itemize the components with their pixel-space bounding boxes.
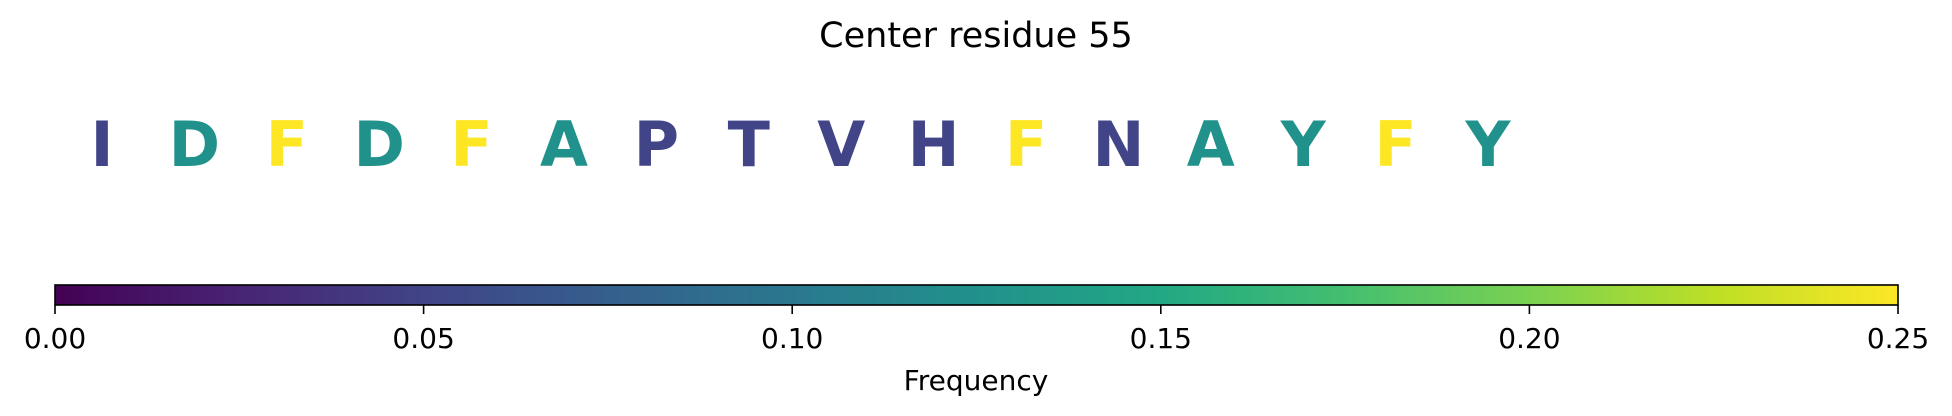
residue-letter: F: [1005, 108, 1047, 181]
colorbar-tick-label: 0.20: [1498, 322, 1560, 355]
residue-letter: P: [634, 108, 679, 181]
residue-letter: N: [1092, 108, 1144, 181]
colorbar-ticks: 0.00 0.05 0.10 0.15 0.20 0.25: [24, 305, 1929, 355]
residue-letter: Y: [1465, 108, 1512, 181]
residue-letter: A: [1187, 108, 1235, 181]
chart-title: Center residue 55: [819, 16, 1133, 56]
colorbar-tick-label: 0.10: [761, 322, 823, 355]
colorbar-axis-label: Frequency: [904, 364, 1049, 397]
residue-letter: V: [817, 108, 865, 181]
residue-letter: F: [450, 108, 492, 181]
residue-letter: D: [353, 108, 404, 181]
residue-letter: T: [728, 108, 770, 181]
colorbar: 0.00 0.05 0.10 0.15 0.20 0.25: [24, 284, 1929, 355]
colorbar-tick-label: 0.25: [1867, 322, 1929, 355]
colorbar-tick-label: 0.00: [24, 322, 86, 355]
residue-letter: D: [169, 108, 220, 181]
colorbar-tick-label: 0.05: [392, 322, 454, 355]
colorbar-gradient: [54, 284, 1899, 306]
residue-letter: Y: [1280, 108, 1327, 181]
residue-letter: I: [90, 108, 113, 181]
residue-letter: H: [908, 108, 960, 181]
residue-letter: F: [266, 108, 308, 181]
residue-letter: F: [1374, 108, 1416, 181]
residue-letter: A: [540, 108, 588, 181]
colorbar-tick-label: 0.15: [1130, 322, 1192, 355]
